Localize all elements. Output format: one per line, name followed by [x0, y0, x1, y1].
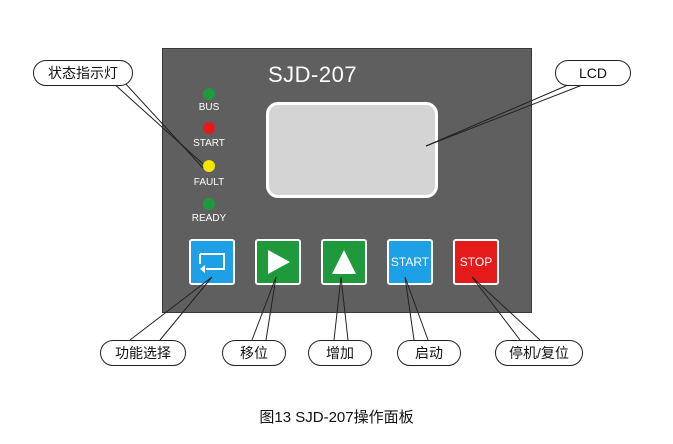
enter-return-icon [199, 253, 225, 273]
fault-indicator-label: FAULT [193, 177, 225, 188]
increase-button[interactable] [321, 239, 367, 285]
indicator-callout: 状态指示灯 [33, 60, 133, 86]
figure-caption: 图13 SJD-207操作面板 [259, 409, 414, 426]
model-title: SJD-207 [268, 62, 358, 87]
lcd-screen [266, 102, 438, 198]
start-button[interactable]: START [387, 239, 433, 285]
start-button-label: START [390, 255, 430, 269]
start-indicator-label: START [193, 138, 225, 149]
play-right-arrow-icon [268, 250, 290, 274]
shift-callout: 移位 [222, 340, 286, 366]
stop-reset-callout: 停机/复位 [495, 340, 583, 366]
stop-button-label: STOP [459, 255, 493, 269]
increase-callout: 增加 [308, 340, 372, 366]
start-indicator-led [203, 122, 215, 134]
ready-indicator-label: READY [191, 213, 227, 224]
lcd-callout: LCD [555, 60, 631, 86]
function-select-callout: 功能选择 [100, 340, 186, 366]
bus-indicator-label: BUS [198, 102, 220, 113]
up-triangle-icon [332, 250, 356, 274]
stop-button[interactable]: STOP [453, 239, 499, 285]
ready-indicator-led [203, 198, 215, 210]
start-callout: 启动 [397, 340, 461, 366]
shift-button[interactable] [255, 239, 301, 285]
bus-indicator-led [203, 88, 215, 100]
fault-indicator-led [203, 160, 215, 172]
